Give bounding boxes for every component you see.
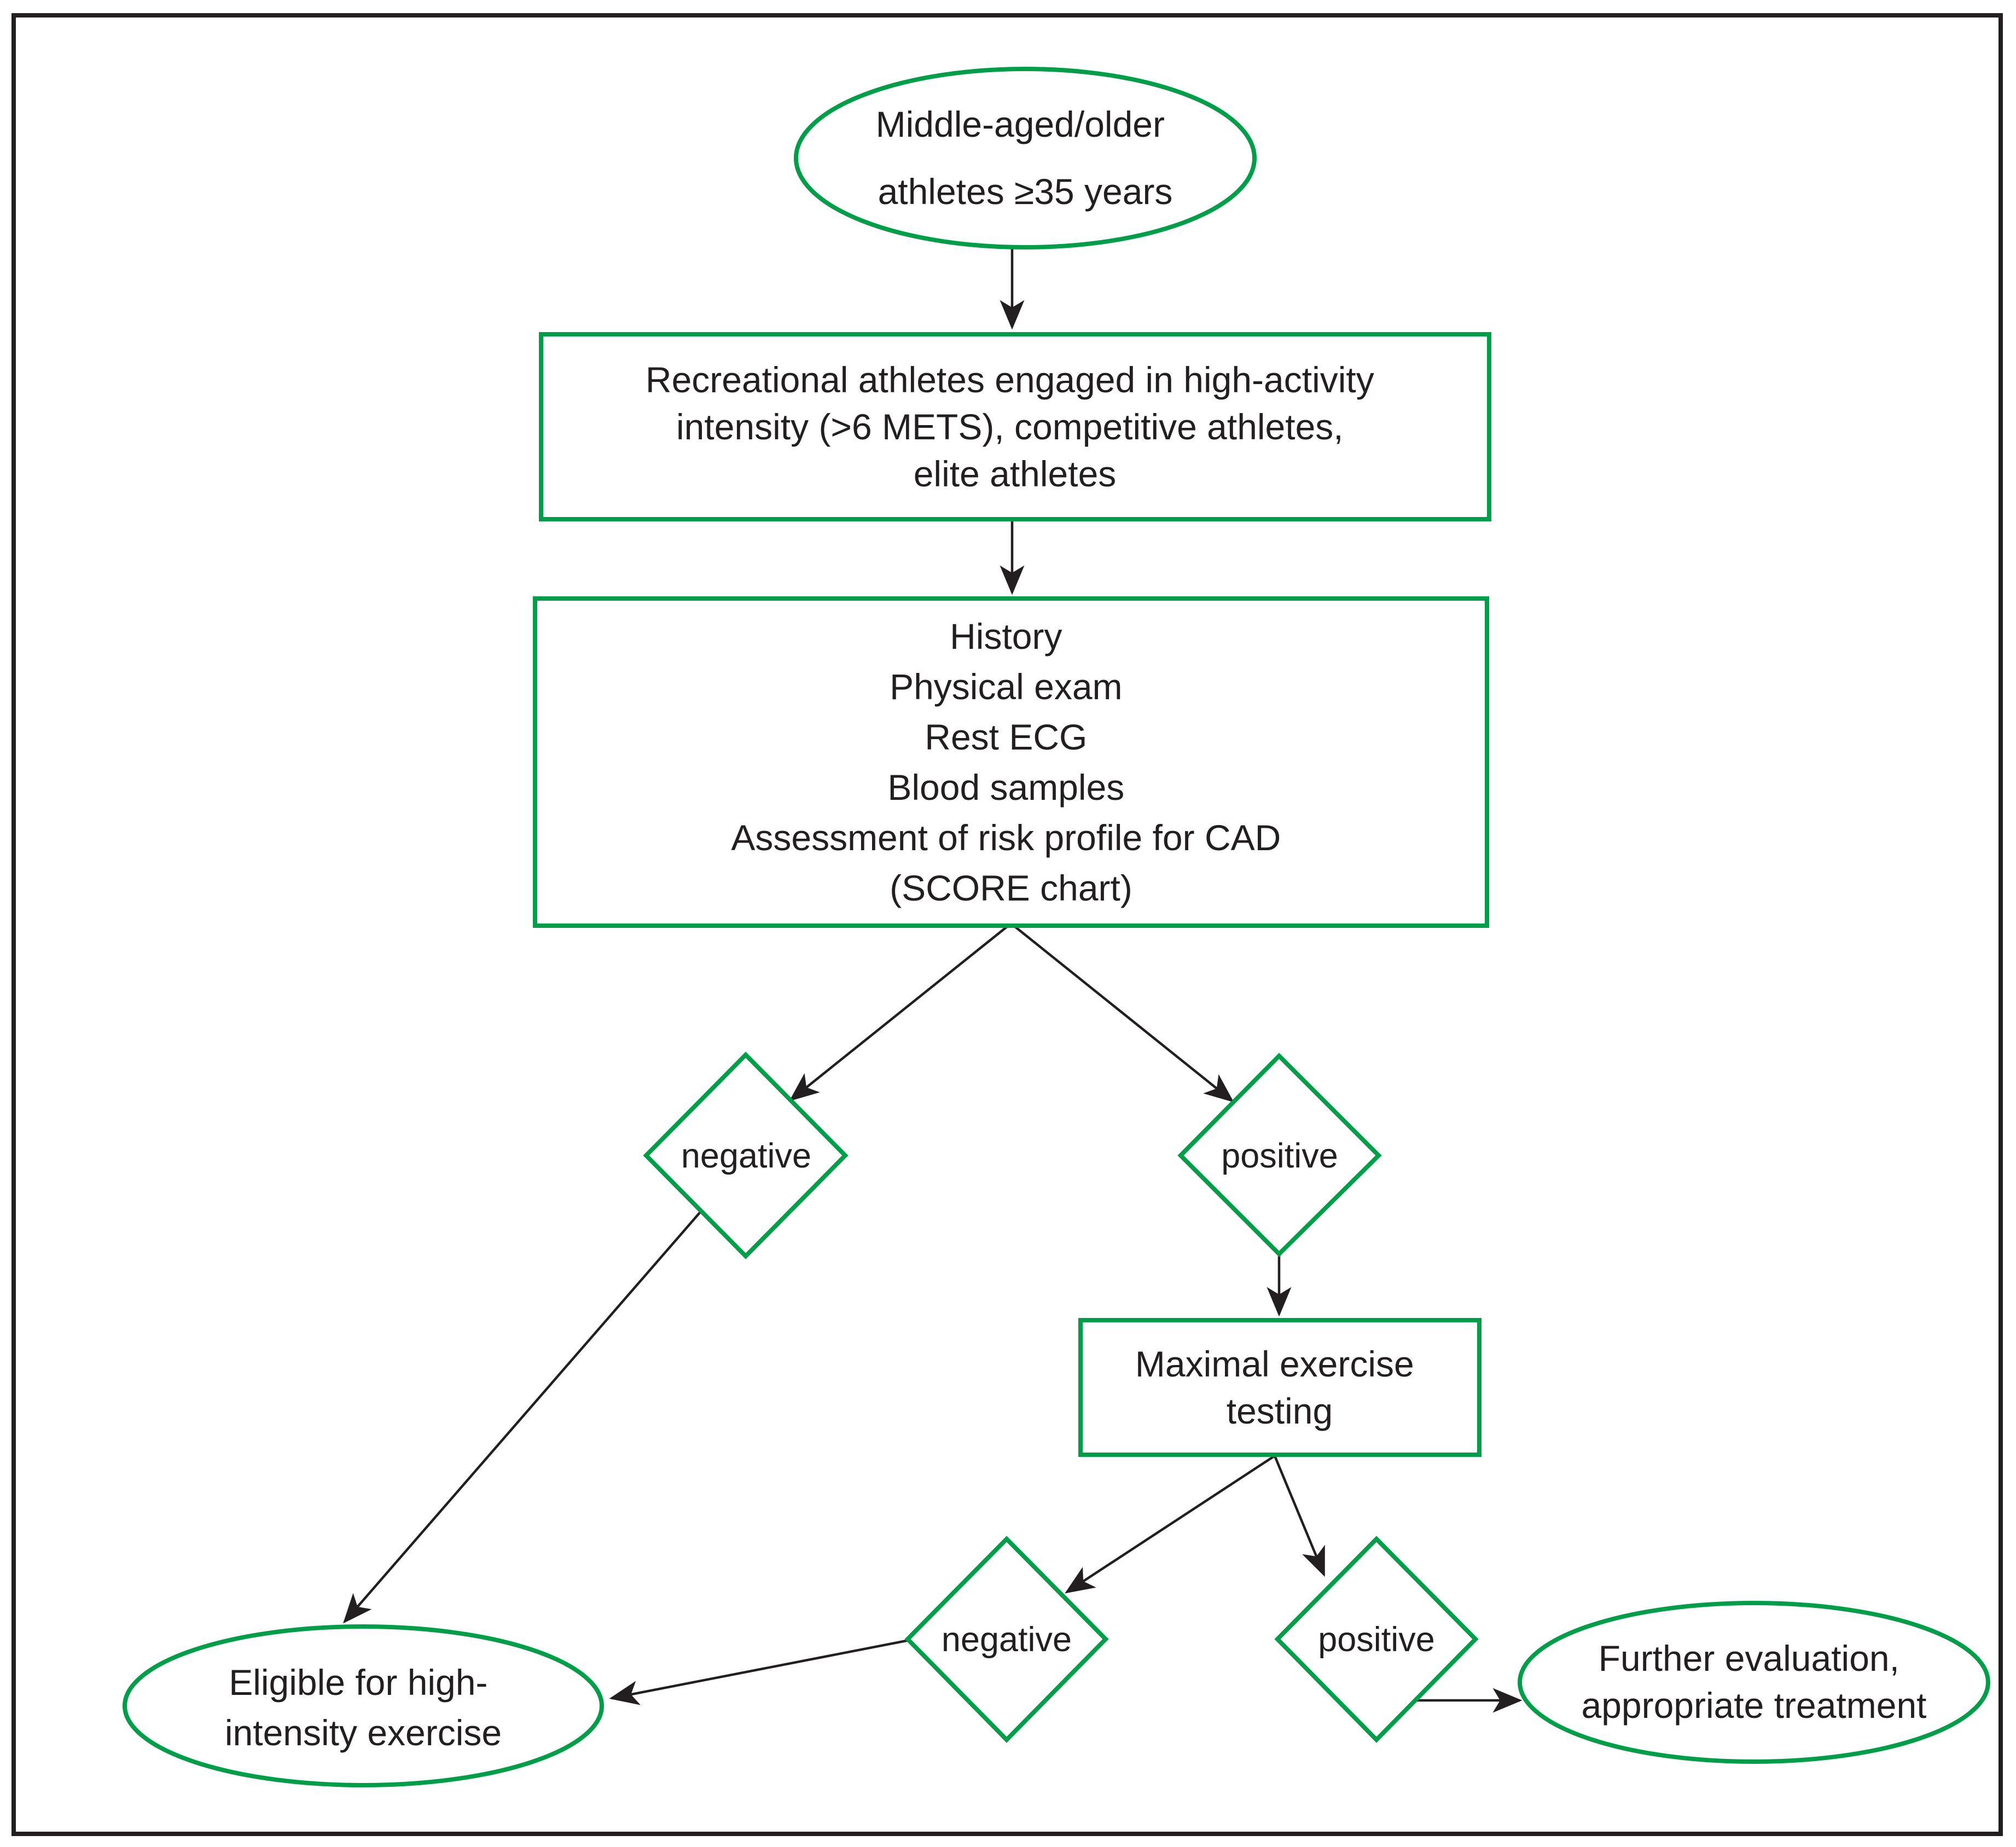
screen-negative-label: negative [681, 1137, 811, 1175]
node-test-negative: negative [904, 1536, 1109, 1743]
maximal-testing-box [1078, 1318, 1482, 1457]
edge-test-negative-to-eligible [609, 1639, 910, 1705]
node-screen-positive: positive [1177, 1053, 1382, 1257]
eligible-label: Eligible for high- intensity exercise [225, 1662, 502, 1753]
population-label: Recreational athletes engaged in high-ac… [646, 359, 1384, 494]
screening-box [533, 596, 1489, 928]
edge-screen-negative-to-eligible [343, 1209, 703, 1624]
eligible-ellipse [123, 1624, 604, 1787]
edge-screening-to-negative [789, 922, 1012, 1101]
node-further-evaluation: Further evaluation, appropriate treatmen… [1518, 1601, 1990, 1764]
node-population: Recreational athletes engaged in high-ac… [539, 332, 1491, 521]
node-maximal-testing: Maximal exercise testing [1078, 1318, 1482, 1457]
test-positive-label: positive [1318, 1621, 1435, 1659]
maximal-testing-label: Maximal exercise testing [1135, 1344, 1424, 1431]
further-evaluation-ellipse [1518, 1601, 1990, 1764]
edge-maximal-testing-to-negative [1065, 1455, 1276, 1594]
figure-border [11, 13, 2003, 1836]
node-screen-negative: negative [643, 1052, 849, 1259]
test-positive-diamond [1274, 1536, 1479, 1743]
edge-screening-to-positive [1010, 922, 1234, 1102]
further-evaluation-label: Further evaluation, appropriate treatmen… [1581, 1638, 1926, 1726]
screen-positive-label: positive [1221, 1137, 1338, 1175]
athletes-ellipse [794, 67, 1257, 249]
node-athletes: Middle-aged/older athletes ≥35 years [794, 67, 1257, 249]
screen-negative-diamond [643, 1052, 849, 1259]
test-negative-label: negative [942, 1621, 1072, 1659]
edge-maximal-testing-to-positive [1273, 1455, 1326, 1577]
athletes-label: Middle-aged/older athletes ≥35 years [876, 104, 1175, 212]
node-eligible: Eligible for high- intensity exercise [123, 1624, 604, 1787]
node-screening: History Physical exam Rest ECG Blood sam… [533, 596, 1489, 928]
screen-positive-diamond [1177, 1053, 1382, 1257]
population-box [539, 332, 1491, 521]
test-negative-diamond [904, 1536, 1109, 1743]
node-test-positive: positive [1274, 1536, 1479, 1743]
screening-label: History Physical exam Rest ECG Blood sam… [731, 616, 1291, 908]
